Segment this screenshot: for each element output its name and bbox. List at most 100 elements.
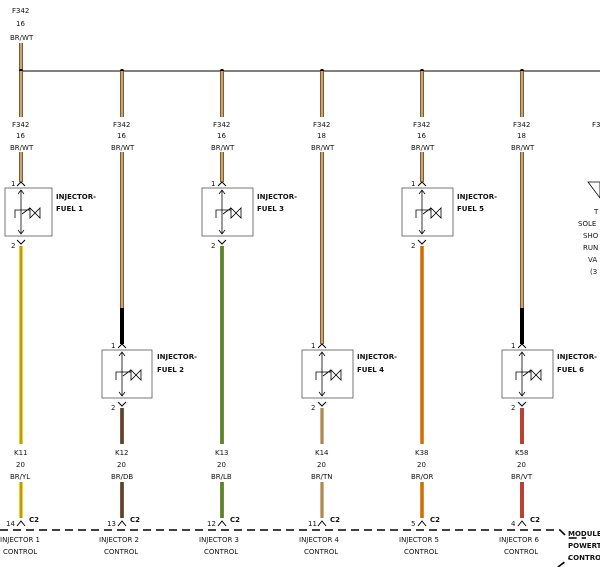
output-wire-stripe: [20, 482, 22, 518]
drop-wires: [19, 71, 524, 344]
drop-wire-stripe: [421, 71, 423, 117]
injector-arrow-down-icon: [17, 229, 25, 235]
drop-wire-stripe: [321, 152, 323, 344]
output-wires: [19, 246, 524, 518]
pcm-pins: 14 C2 13 C2 12 C2 11 C2 5 C2 4 C2: [6, 516, 540, 528]
connector-chevron-icon: [217, 181, 227, 187]
offscreen-drop-circuit: F3: [592, 121, 600, 129]
drop-color: BR/WT: [511, 144, 535, 152]
connector-chevron-icon: [317, 520, 327, 527]
injector-pin-bottom: 2: [111, 404, 115, 412]
injector-box: [501, 349, 554, 399]
drop-wire-stripe: [321, 71, 323, 117]
output-wire-stripe: [221, 482, 223, 518]
top-feed-color: BR/WT: [10, 34, 34, 42]
output-color: BR/YL: [10, 473, 30, 481]
valve-icon: [330, 369, 342, 381]
injector-box: [401, 187, 454, 237]
drop-wire-stripe: [221, 71, 223, 117]
injector-pin-bottom: 2: [211, 242, 215, 250]
side-note-line: (3: [590, 268, 597, 276]
drop-wire-stripe: [20, 152, 22, 182]
injector-fuel-3: 1 2 INJECTOR- FUEL 3: [201, 180, 297, 250]
injector-title: FUEL 6: [557, 366, 584, 374]
connector-chevron-icon: [417, 181, 427, 187]
module-label: MODULE POWERT CONTRO: [568, 530, 600, 562]
injector-pin-bottom: 2: [411, 242, 415, 250]
injector-title: FUEL 5: [457, 205, 484, 213]
output-wire-stripe: [521, 482, 523, 518]
drop-gauge: 18: [317, 132, 326, 140]
drop-color: BR/WT: [411, 144, 435, 152]
injector-title: INJECTOR-: [56, 193, 96, 201]
connector-chevron-icon: [16, 239, 26, 245]
solenoid-coil-icon: [14, 207, 31, 218]
control-label: CONTROL: [3, 548, 37, 556]
drop-wire-stripe: [221, 152, 223, 182]
injector-arrow-down-icon: [218, 229, 226, 235]
connector-chevron-icon: [217, 520, 227, 527]
output-gauge: 20: [117, 461, 126, 469]
drop-wire-stripe: [521, 152, 523, 308]
connector-chevron-icon: [317, 401, 327, 407]
top-feed-gauge: 16: [16, 20, 25, 28]
output-color: BR/LB: [211, 473, 232, 481]
drop-wire-stripe: [20, 71, 22, 117]
output-gauge: 20: [417, 461, 426, 469]
control-label: INJECTOR 6: [499, 536, 540, 544]
output-gauge: 20: [16, 461, 25, 469]
pcm-pin-number: 11: [308, 520, 317, 528]
injector-title: FUEL 2: [157, 366, 184, 374]
output-circuit: K58: [515, 449, 529, 457]
drop-gauge: 18: [517, 132, 526, 140]
pcm-connector-id: C2: [330, 516, 340, 524]
pcm-connector-id: C2: [530, 516, 540, 524]
solenoid-coil-icon: [215, 207, 232, 218]
injector-title: INJECTOR-: [457, 193, 497, 201]
injector-arrow-up-icon: [418, 189, 426, 195]
drop-wire-stripe: [121, 71, 123, 117]
drop-circuit: F342: [113, 121, 130, 129]
connector-chevron-icon: [317, 343, 327, 349]
injector-pin-top: 1: [111, 342, 115, 350]
injector-box: [201, 187, 254, 237]
control-label: INJECTOR 4: [299, 536, 340, 544]
drop-wire-6-c: [520, 308, 524, 344]
drop-circuit: F342: [313, 121, 330, 129]
output-gauge: 20: [217, 461, 226, 469]
injector-pin-top: 1: [311, 342, 315, 350]
injector-arrow-up-icon: [318, 351, 326, 357]
injector-pin-bottom: 2: [511, 404, 515, 412]
injector-arrow-up-icon: [17, 189, 25, 195]
injector-pin-top: 1: [511, 342, 515, 350]
injector-arrow-down-icon: [418, 229, 426, 235]
connector-chevron-icon: [117, 401, 127, 407]
solenoid-coil-icon: [115, 369, 132, 380]
injector-fuel-2: 1 2 INJECTOR- FUEL 2: [101, 342, 197, 412]
output-circuit: K14: [315, 449, 329, 457]
output-gauge: 20: [317, 461, 326, 469]
control-label: INJECTOR 1: [0, 536, 40, 544]
connector-chevron-icon: [417, 239, 427, 245]
output-wire-stripe: [321, 408, 323, 444]
injector-arrow-up-icon: [218, 189, 226, 195]
drop-wire-stripe: [421, 152, 423, 182]
injector-title: FUEL 4: [357, 366, 384, 374]
output-color: BR/OR: [411, 473, 434, 481]
control-label: CONTROL: [404, 548, 438, 556]
drop-labels: F342 16 BR/WT F342 16 BR/WT F342 16 BR/W…: [10, 121, 600, 152]
side-note: T SOLE SHO RUN VA (3: [578, 181, 600, 276]
output-color: BR/VT: [511, 473, 533, 481]
injector-pin-top: 1: [11, 180, 15, 188]
drop-color: BR/WT: [211, 144, 235, 152]
injector-box: [101, 349, 153, 399]
pcm-pin-number: 5: [411, 520, 415, 528]
injector-fuel-4: 1 2 INJECTOR- FUEL 4: [301, 342, 397, 412]
pcm-boundary: [0, 529, 586, 539]
module-label-line: CONTRO: [568, 554, 600, 562]
injector-arrow-down-icon: [318, 391, 326, 397]
connector-chevron-icon: [217, 239, 227, 245]
injector-pin-bottom: 2: [311, 404, 315, 412]
solenoid-coil-icon: [515, 369, 532, 380]
drop-circuit: F342: [12, 121, 29, 129]
